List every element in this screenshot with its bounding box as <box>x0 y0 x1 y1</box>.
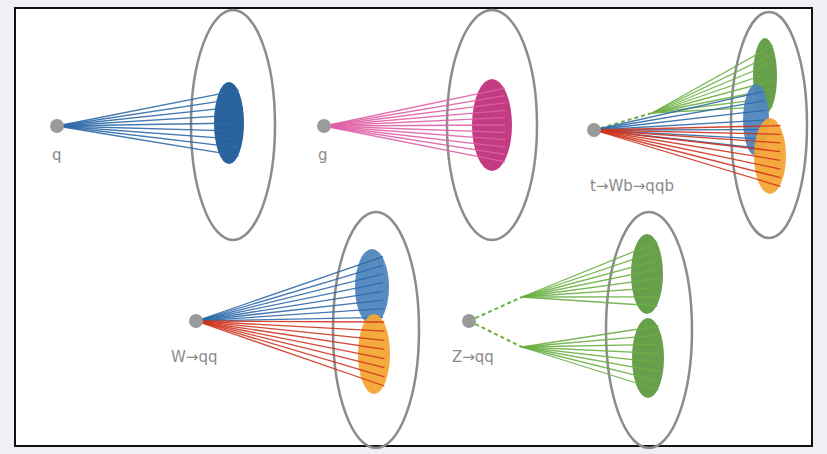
particle-track <box>196 321 384 349</box>
particle-track <box>196 321 384 368</box>
particle-track <box>57 123 239 126</box>
particle-track <box>196 257 383 321</box>
interaction-point <box>462 314 476 328</box>
particle-track <box>324 103 505 126</box>
jet-blob <box>632 318 664 398</box>
particle-track <box>196 317 383 321</box>
jet <box>469 234 663 321</box>
particle-track <box>594 126 780 130</box>
jet-cone-outline <box>191 10 275 240</box>
jet <box>196 249 389 325</box>
particle-label: Z→qq <box>452 348 494 366</box>
particle-track <box>594 101 764 130</box>
jet-cone-outline <box>731 12 807 238</box>
particle-track <box>324 126 505 154</box>
particle-label: W→qq <box>171 348 217 366</box>
particle-track <box>522 288 657 297</box>
particle-track <box>522 347 658 381</box>
interaction-point <box>189 314 203 328</box>
particle-track <box>324 125 505 126</box>
jet-cone-outline <box>333 212 419 448</box>
particle-track <box>57 126 239 156</box>
particle-track <box>196 300 383 321</box>
particle-track <box>324 126 505 140</box>
particle-track <box>324 110 505 126</box>
particle-track <box>594 130 780 160</box>
particle-track <box>57 107 239 126</box>
particle-track <box>522 296 657 297</box>
particle-track <box>594 130 780 152</box>
particle-track <box>522 251 657 297</box>
particle-label: t→Wb→qqb <box>590 177 674 195</box>
interaction-point <box>317 119 331 133</box>
parent-quark-dashed <box>469 321 522 347</box>
jet <box>196 314 390 394</box>
particle-track <box>522 297 657 306</box>
interaction-point <box>587 123 601 137</box>
particle-track <box>196 321 384 322</box>
jet <box>469 318 664 398</box>
particle-track <box>522 326 658 347</box>
particle-track <box>57 115 239 126</box>
particle-track <box>324 88 505 126</box>
particle-track <box>594 130 780 169</box>
particle-track <box>57 90 239 126</box>
particle-track <box>522 347 658 363</box>
particle-track <box>522 242 657 297</box>
interaction-point <box>50 119 64 133</box>
particle-label: g <box>318 146 328 164</box>
particle-track <box>324 96 505 126</box>
particle-track <box>324 118 505 126</box>
particle-track <box>196 265 383 321</box>
particle-track <box>522 260 657 297</box>
jet-cone-outline <box>606 212 692 448</box>
particle-track <box>594 130 780 178</box>
particle-track <box>196 283 383 321</box>
particle-track <box>522 335 658 347</box>
particle-track <box>522 269 657 297</box>
particle-label: q <box>52 146 62 164</box>
jet <box>324 79 512 171</box>
jet <box>594 84 769 156</box>
particle-track <box>522 347 658 390</box>
jet <box>57 82 244 164</box>
particle-track <box>522 279 657 297</box>
particle-track <box>196 309 383 321</box>
particle-track <box>57 98 239 126</box>
particle-track <box>196 321 384 377</box>
particle-track <box>522 344 658 347</box>
particle-track <box>196 274 383 321</box>
particle-track <box>196 321 384 386</box>
particle-track <box>196 291 383 321</box>
frame <box>15 8 812 446</box>
particle-track <box>57 126 239 148</box>
parent-quark-dashed <box>469 297 522 321</box>
particle-track <box>594 91 764 130</box>
particle-track <box>324 126 505 162</box>
